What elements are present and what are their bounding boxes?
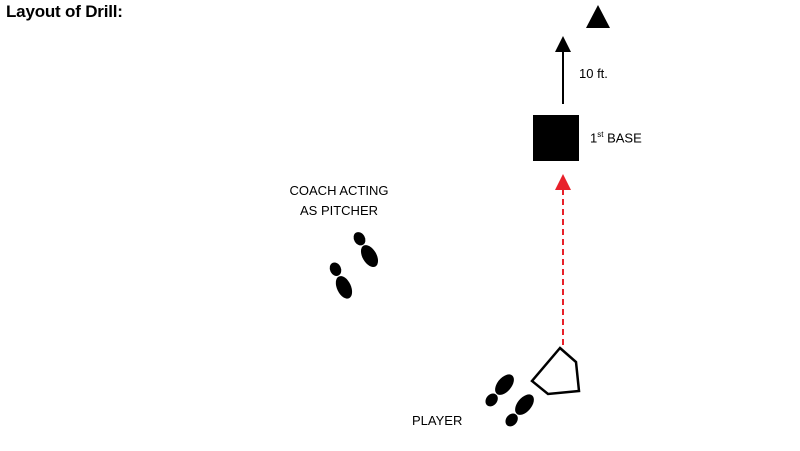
- first-base-ordinal: st: [597, 130, 604, 139]
- first-base-word: BASE: [603, 130, 642, 146]
- coach-label-line1: COACH ACTING: [289, 183, 389, 198]
- target-cone-icon: [586, 5, 610, 28]
- diagram-title: Layout of Drill:: [6, 2, 123, 21]
- distance-label: 10 ft.: [579, 66, 608, 81]
- player-label: PLAYER: [412, 413, 463, 428]
- home-plate-icon: [530, 346, 581, 396]
- player-footprints-icon: [481, 370, 538, 430]
- coach-footprints-icon: [326, 229, 382, 302]
- first-base-number: 1: [590, 130, 598, 146]
- first-base-label: 1st BASE: [590, 130, 642, 145]
- coach-label: COACH ACTING AS PITCHER: [286, 181, 392, 221]
- first-base-icon: [533, 115, 579, 161]
- coach-label-line2: AS PITCHER: [299, 203, 378, 218]
